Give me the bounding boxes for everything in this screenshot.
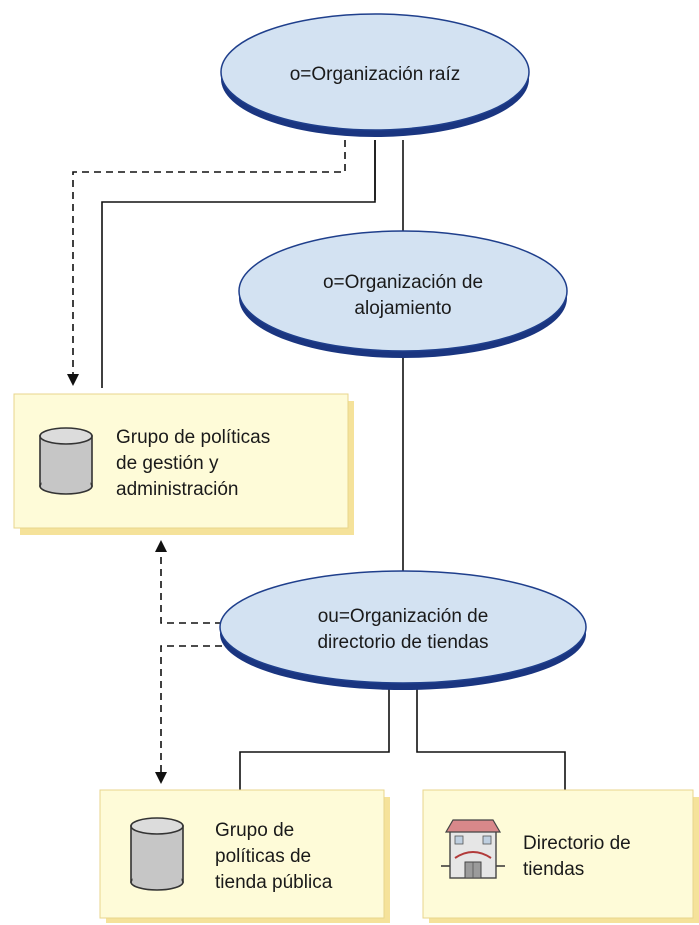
dashed-link-storedir-to-public-policy [160, 645, 222, 774]
dashed-link-storedir-to-mgmt [160, 550, 222, 624]
arrowhead-down-mgmt [67, 374, 79, 386]
node-label-line: o=Organización de [323, 272, 483, 293]
ellipse-shape [219, 570, 587, 684]
node-label-line: Grupo de políticas [116, 427, 270, 448]
ellipse-shape [220, 13, 530, 131]
database-cylinder-icon [130, 817, 184, 891]
node-store-directory-org: ou=Organización de directorio de tiendas [219, 570, 587, 690]
database-cylinder-icon [39, 427, 93, 495]
node-label-line: Grupo de [215, 820, 294, 841]
node-label-line: o=Organización raíz [290, 64, 461, 85]
node-hosting-org: o=Organización de alojamiento [238, 230, 568, 358]
node-label-line: políticas de [215, 846, 311, 867]
node-management-policy-group: Grupo de políticas de gestión y administ… [13, 393, 354, 535]
node-label-line: alojamiento [354, 298, 451, 319]
node-label-line: administración [116, 479, 239, 500]
node-label-line: de gestión y [116, 453, 219, 474]
node-public-store-policy-group: Grupo de políticas de tienda pública [99, 789, 390, 923]
node-label-line: tienda pública [215, 872, 333, 893]
node-label-line: directorio de tiendas [317, 632, 488, 653]
arrowhead-up-mgmt [155, 540, 167, 552]
connectors [67, 140, 566, 794]
connector-root-to-mgmt-solid [101, 140, 376, 388]
arrowhead-down-public-policy [155, 772, 167, 784]
connector-storedir-to-store-directory [416, 673, 566, 794]
node-label-line: tiendas [523, 859, 584, 880]
connector-storedir-to-public-policy [239, 673, 390, 794]
node-label-line: Directorio de [523, 833, 631, 854]
ellipse-shape [238, 230, 568, 352]
node-label-line: ou=Organización de [318, 606, 489, 627]
dashed-link-root-to-mgmt [72, 140, 346, 376]
node-store-directory: Directorio de tiendas [422, 789, 699, 923]
node-root-org: o=Organización raíz [220, 13, 530, 137]
storefront-icon [441, 819, 505, 879]
